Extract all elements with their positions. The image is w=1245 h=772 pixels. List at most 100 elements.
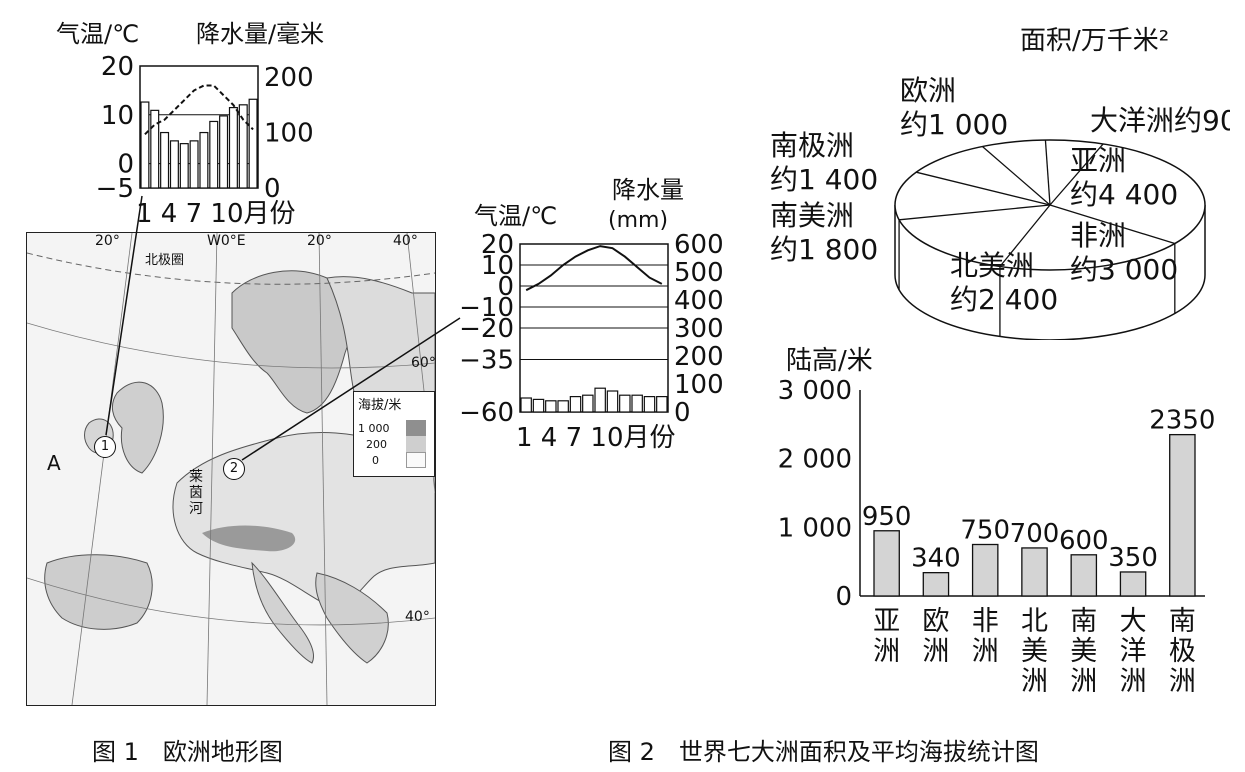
legend-swatch-high	[406, 420, 426, 436]
climate1-precip-bar	[169, 140, 179, 189]
british-isles-landmass	[111, 381, 164, 474]
climate1-precip-tick: 0	[264, 174, 281, 204]
river-label-char-2: 茵	[189, 485, 203, 501]
elevation-legend: 海拔/米 1 000 200 0	[353, 391, 435, 477]
leader-line-2	[241, 317, 461, 461]
pie-slice-欧洲	[981, 146, 1051, 206]
climate2-temp-tick: −10	[460, 293, 514, 323]
climate2-temp-label: 气温/℃	[474, 202, 558, 230]
pie-label-1-line1: 欧洲	[900, 74, 956, 107]
pie-label-7-line1: 南极洲	[770, 129, 854, 162]
bar-y-tick: 0	[835, 582, 852, 612]
bar-北美洲	[1021, 547, 1048, 597]
bar-南美洲	[1070, 554, 1098, 597]
climate2-precip-unit: (mm)	[608, 208, 669, 233]
climate2-month-labels: 1 4 7 10月份	[516, 423, 676, 453]
climate1-precip-tick: 200	[264, 63, 314, 93]
pie-label-6-line1: 南美洲	[770, 199, 854, 232]
pie-label-2-line1: 大洋洲约900	[1090, 104, 1230, 137]
bar-y-tick: 1 000	[778, 513, 852, 543]
map-sea-label: A	[47, 451, 61, 475]
bar-value-label: 2350	[1149, 406, 1215, 436]
river-label-char-1: 莱	[189, 469, 203, 485]
climate2-precip-bar	[557, 400, 569, 413]
graticule-40n	[27, 577, 435, 626]
pie-body	[894, 139, 1206, 340]
climate1-precip-bar	[140, 101, 150, 189]
climate2-temp-tick: 0	[497, 272, 514, 302]
bar-非洲	[971, 543, 999, 597]
climate2-precip-tick: 200	[674, 342, 724, 372]
climate1-temp-label: 气温/℃	[56, 20, 140, 48]
river-label-char-3: 河	[189, 501, 203, 517]
bar-category-label-char: 洋	[1120, 636, 1147, 667]
climate2-temp-line	[525, 245, 663, 292]
map-label-w0e: W0°E	[207, 233, 246, 249]
legend-label-0: 0	[372, 454, 379, 467]
map-label-20e: 20°	[307, 233, 332, 249]
climate1-precip-bar	[209, 120, 219, 189]
climate1-temp-tick: 0	[117, 150, 134, 180]
climate1-month-labels: 1 4 7 10月份	[136, 199, 296, 229]
bar-ylabel: 陆高/米	[786, 346, 873, 376]
map-label-20w: 20°	[95, 233, 120, 249]
pie-label-1-line2: 约1 000	[900, 108, 1008, 141]
map-label-40n: 40°	[405, 609, 430, 625]
station-marker-1-number: 1	[100, 439, 110, 454]
pie-label-4-line1: 非洲	[1070, 219, 1126, 252]
legend-label-1000: 1 000	[358, 422, 390, 435]
bar-category-label-char: 洲	[1169, 666, 1196, 697]
figure1-caption: 图 1 欧洲地形图	[92, 738, 283, 766]
map-label-40e: 40°	[393, 233, 418, 249]
climate1-precip-tick: 100	[264, 119, 314, 149]
pie-slice-非洲	[1049, 204, 1176, 245]
station-marker-2-number: 2	[229, 461, 239, 476]
pie-slice-南美洲	[899, 204, 1051, 221]
climate1-precip-bar	[228, 106, 238, 189]
bar-y-tick: 3 000	[778, 376, 852, 406]
climate2-precip-bar	[631, 394, 643, 413]
climate1-plot-frame	[139, 65, 259, 189]
climate2-precip-bar	[656, 396, 668, 413]
legend-swatch-mid	[406, 436, 426, 452]
climate1-precip-bar	[238, 104, 248, 189]
pie-label-3-line1: 亚洲	[1070, 144, 1126, 177]
climate2-precip-bar	[594, 387, 606, 413]
italy-landmass	[251, 561, 314, 664]
climate2-temp-tick: −60	[460, 398, 514, 428]
climate2-temp-tick: −35	[460, 346, 514, 376]
climate2-precip-label: 降水量	[612, 176, 684, 204]
climate2-precip-tick: 400	[674, 286, 724, 316]
bar-category-label-char: 洲	[1120, 666, 1147, 697]
climate1-precip-bar	[219, 115, 229, 189]
bar-value-label: 750	[960, 516, 1010, 546]
climate2-precip-bar	[569, 396, 582, 413]
bar-value-label: 700	[1010, 519, 1060, 549]
climate2-precip-tick: 600	[674, 232, 724, 260]
climate2-precip-bar	[520, 397, 532, 413]
climate2-precip-tick: 0	[674, 398, 691, 428]
bar-category-label-char: 美	[1070, 636, 1097, 667]
climate2-precip-tick: 500	[674, 258, 724, 288]
climate2-precip-bar	[606, 390, 619, 413]
legend-swatch-low	[406, 452, 426, 468]
pie-label-6-line2: 约1 800	[770, 233, 878, 266]
station-marker-1: 1	[94, 436, 116, 458]
climate2-temp-tick: −20	[460, 314, 514, 344]
climate2-precip-bar	[619, 394, 631, 413]
climate1-precip-bar	[199, 131, 209, 189]
pie-title: 面积/万千米²	[1020, 26, 1170, 56]
figure2-caption: 图 2 世界七大洲面积及平均海拔统计图	[608, 738, 1039, 766]
map-label-60n: 60°	[411, 355, 436, 371]
climate1-temp-tick: −5	[96, 174, 134, 204]
pie-label-4-line2: 约3 000	[1070, 253, 1178, 286]
climate1-precip-label: 降水量/毫米	[196, 20, 325, 48]
bar-category-label-char: 极	[1169, 636, 1196, 667]
river-label: 莱 茵 河	[189, 469, 203, 517]
legend-title: 海拔/米	[358, 398, 402, 413]
